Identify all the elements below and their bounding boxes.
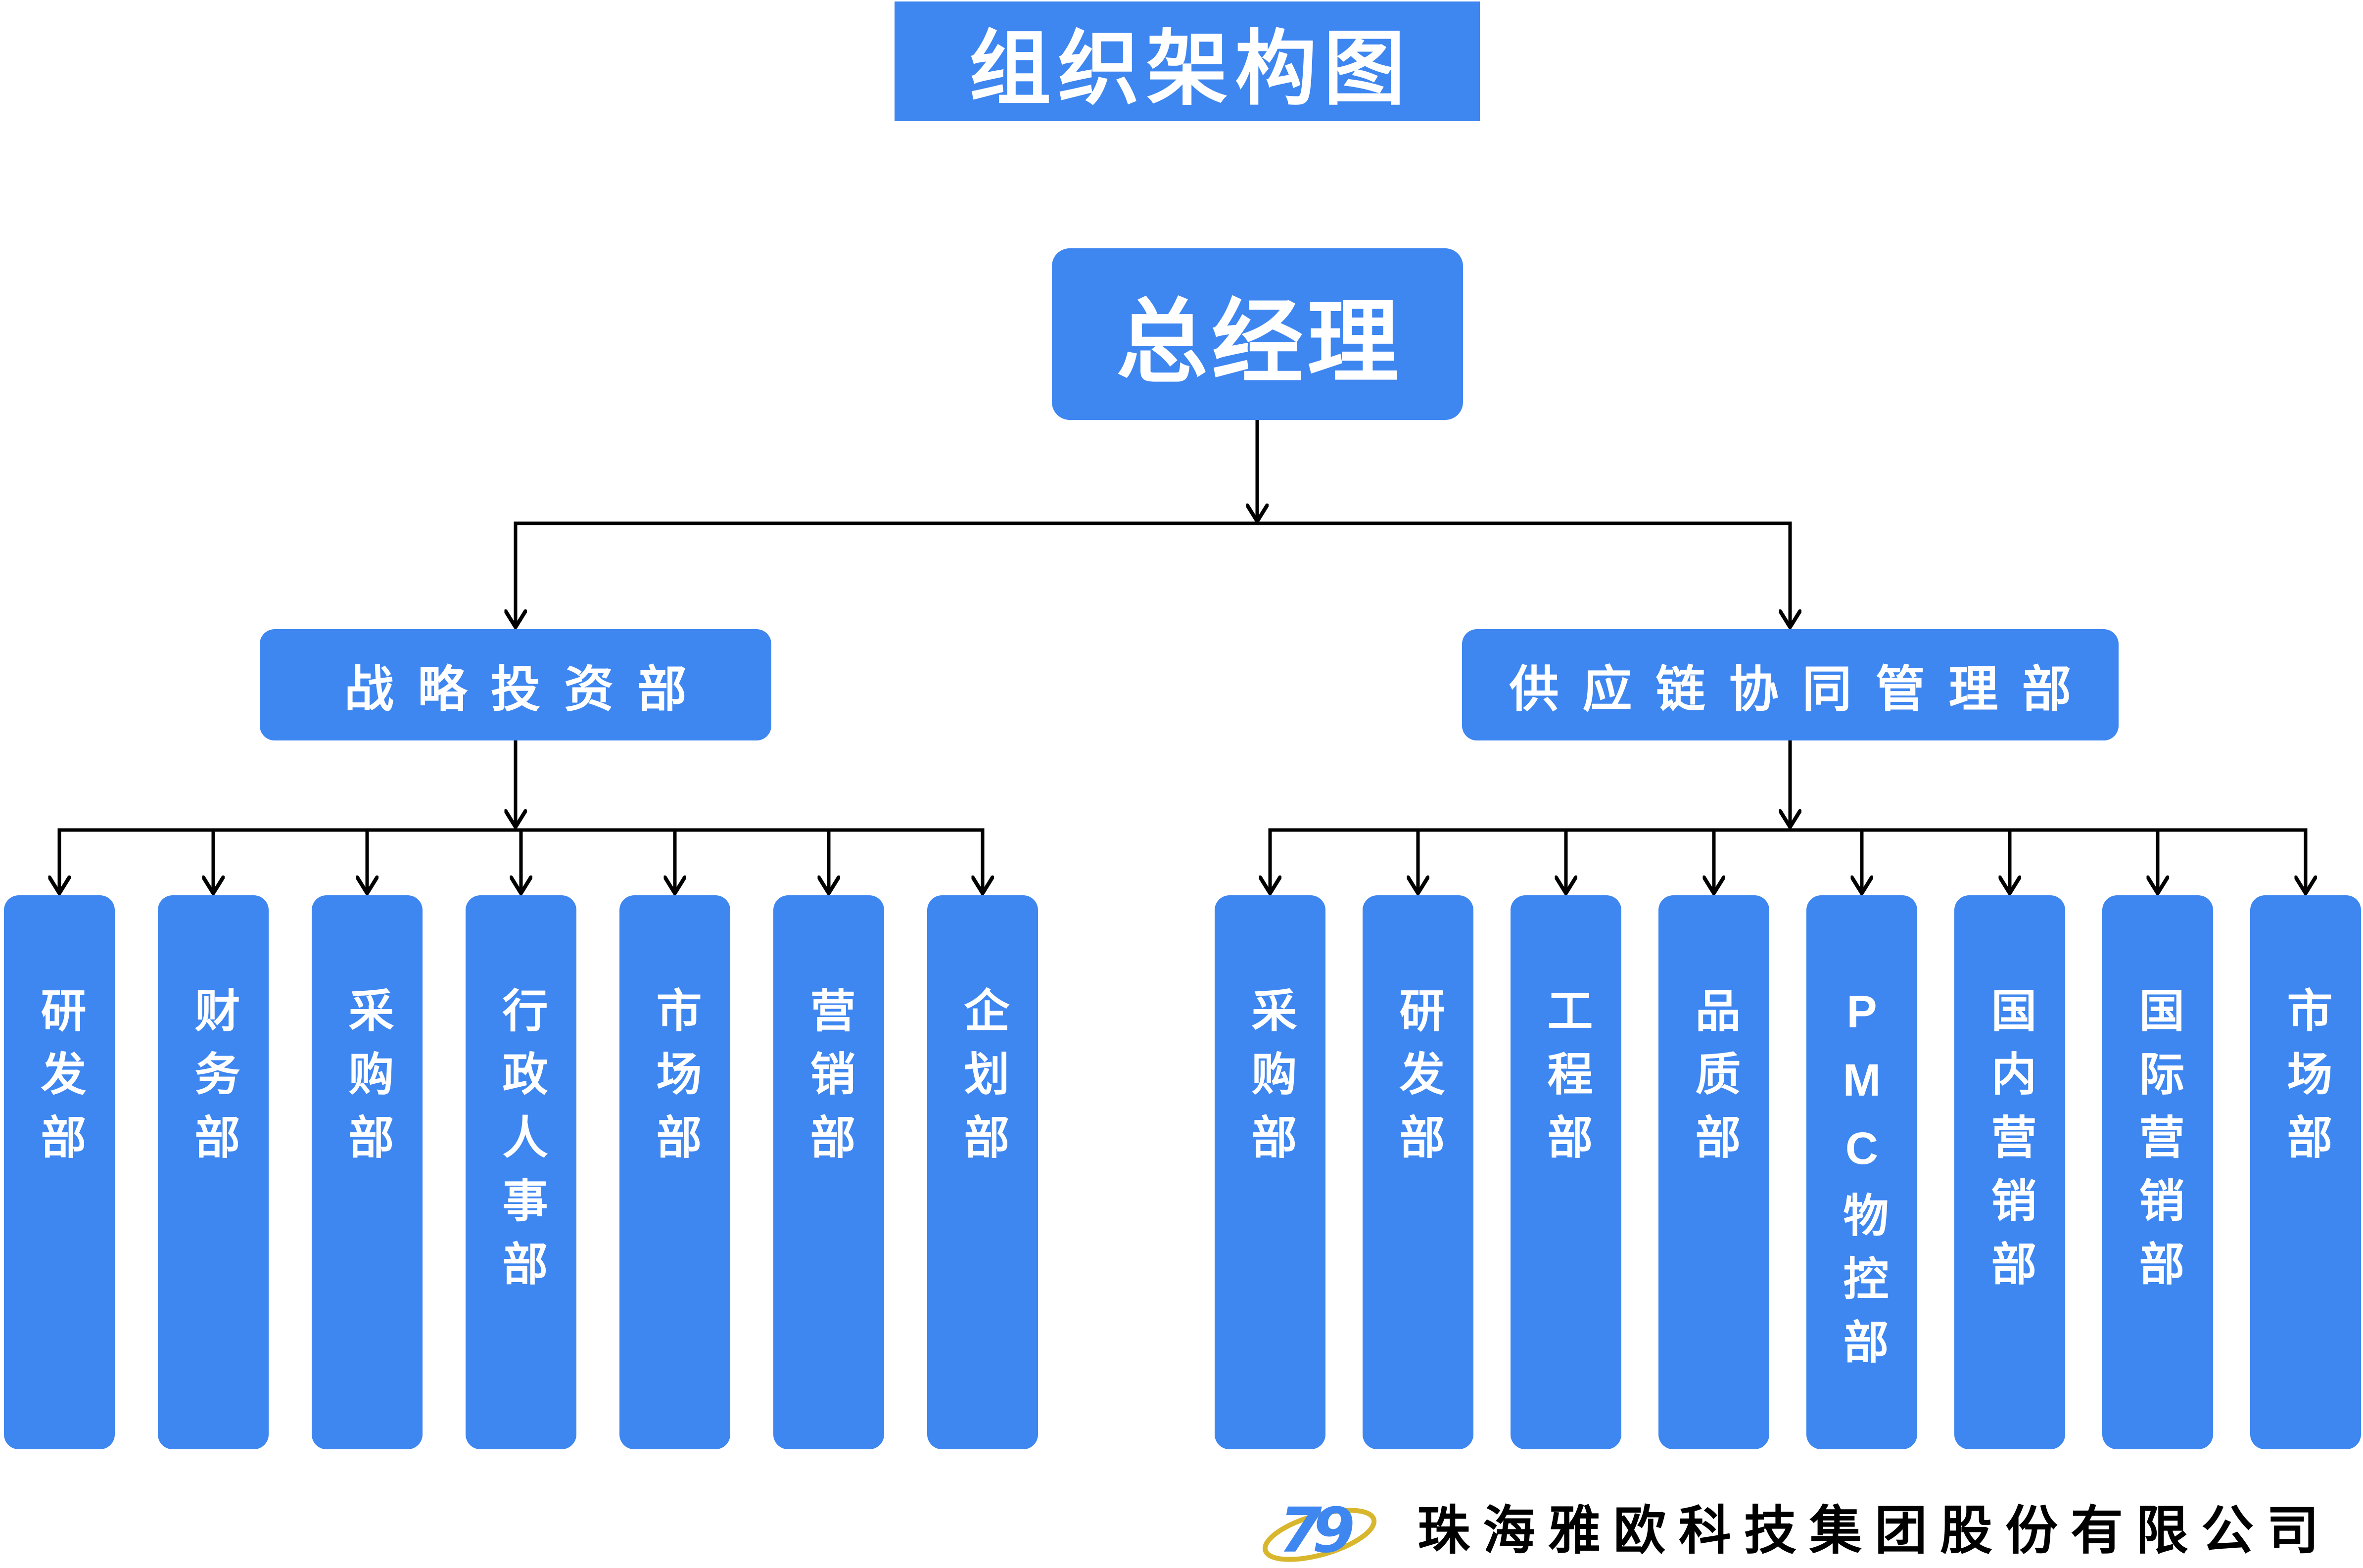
root-box-general-manager: 总经理	[1052, 248, 1463, 420]
footer: 79 珠海雅欧科技集团股份有限公司	[1259, 1484, 2332, 1568]
logo-glyphs: 79	[1279, 1495, 1353, 1566]
dept-label: 市场部	[2280, 987, 2331, 1177]
dept-label: 财务部	[188, 987, 238, 1177]
dept-box: 国内营销部	[1954, 895, 2065, 1449]
dept-box: 采购部	[312, 895, 423, 1449]
dept-box: 市场部	[2250, 895, 2361, 1449]
dept-label: 研发部	[34, 987, 85, 1177]
dept-label: 企划部	[957, 987, 1008, 1177]
dept-box: 市场部	[619, 895, 730, 1449]
dept-box: 行政人事部	[466, 895, 576, 1449]
dept-label: PMC物控部	[1837, 987, 1887, 1382]
dept-box: 工程部	[1511, 895, 1621, 1449]
dept-box: 品质部	[1658, 895, 1769, 1449]
dept-box: 采购部	[1215, 895, 1325, 1449]
branch-box-strategic-investment: 战略投资部	[260, 629, 771, 740]
dept-box: 营销部	[773, 895, 884, 1449]
dept-label: 采购部	[342, 987, 392, 1177]
dept-box: 国际营销部	[2102, 895, 2213, 1449]
dept-label: 国内营销部	[1985, 987, 2035, 1303]
dept-label: 营销部	[803, 987, 854, 1177]
dept-box: 研发部	[4, 895, 115, 1449]
company-logo-icon: 79	[1262, 1495, 1377, 1566]
dept-box: PMC物控部	[1806, 895, 1917, 1449]
company-name: 珠海雅欧科技集团股份有限公司	[1418, 1502, 2332, 1560]
dept-box: 企划部	[927, 895, 1038, 1449]
dept-label: 国际营销部	[2132, 987, 2183, 1303]
dept-box: 研发部	[1363, 895, 1473, 1449]
page-title: 组织架构图	[895, 1, 1480, 121]
dept-box: 财务部	[158, 895, 269, 1449]
dept-label: 研发部	[1393, 987, 1443, 1177]
branch-box-supply-chain: 供应链协同管理部	[1462, 629, 2119, 740]
dept-label: 采购部	[1245, 987, 1295, 1177]
dept-label: 市场部	[650, 987, 700, 1177]
dept-label: 行政人事部	[496, 987, 546, 1303]
dept-label: 工程部	[1541, 987, 1591, 1177]
dept-label: 品质部	[1689, 987, 1739, 1177]
